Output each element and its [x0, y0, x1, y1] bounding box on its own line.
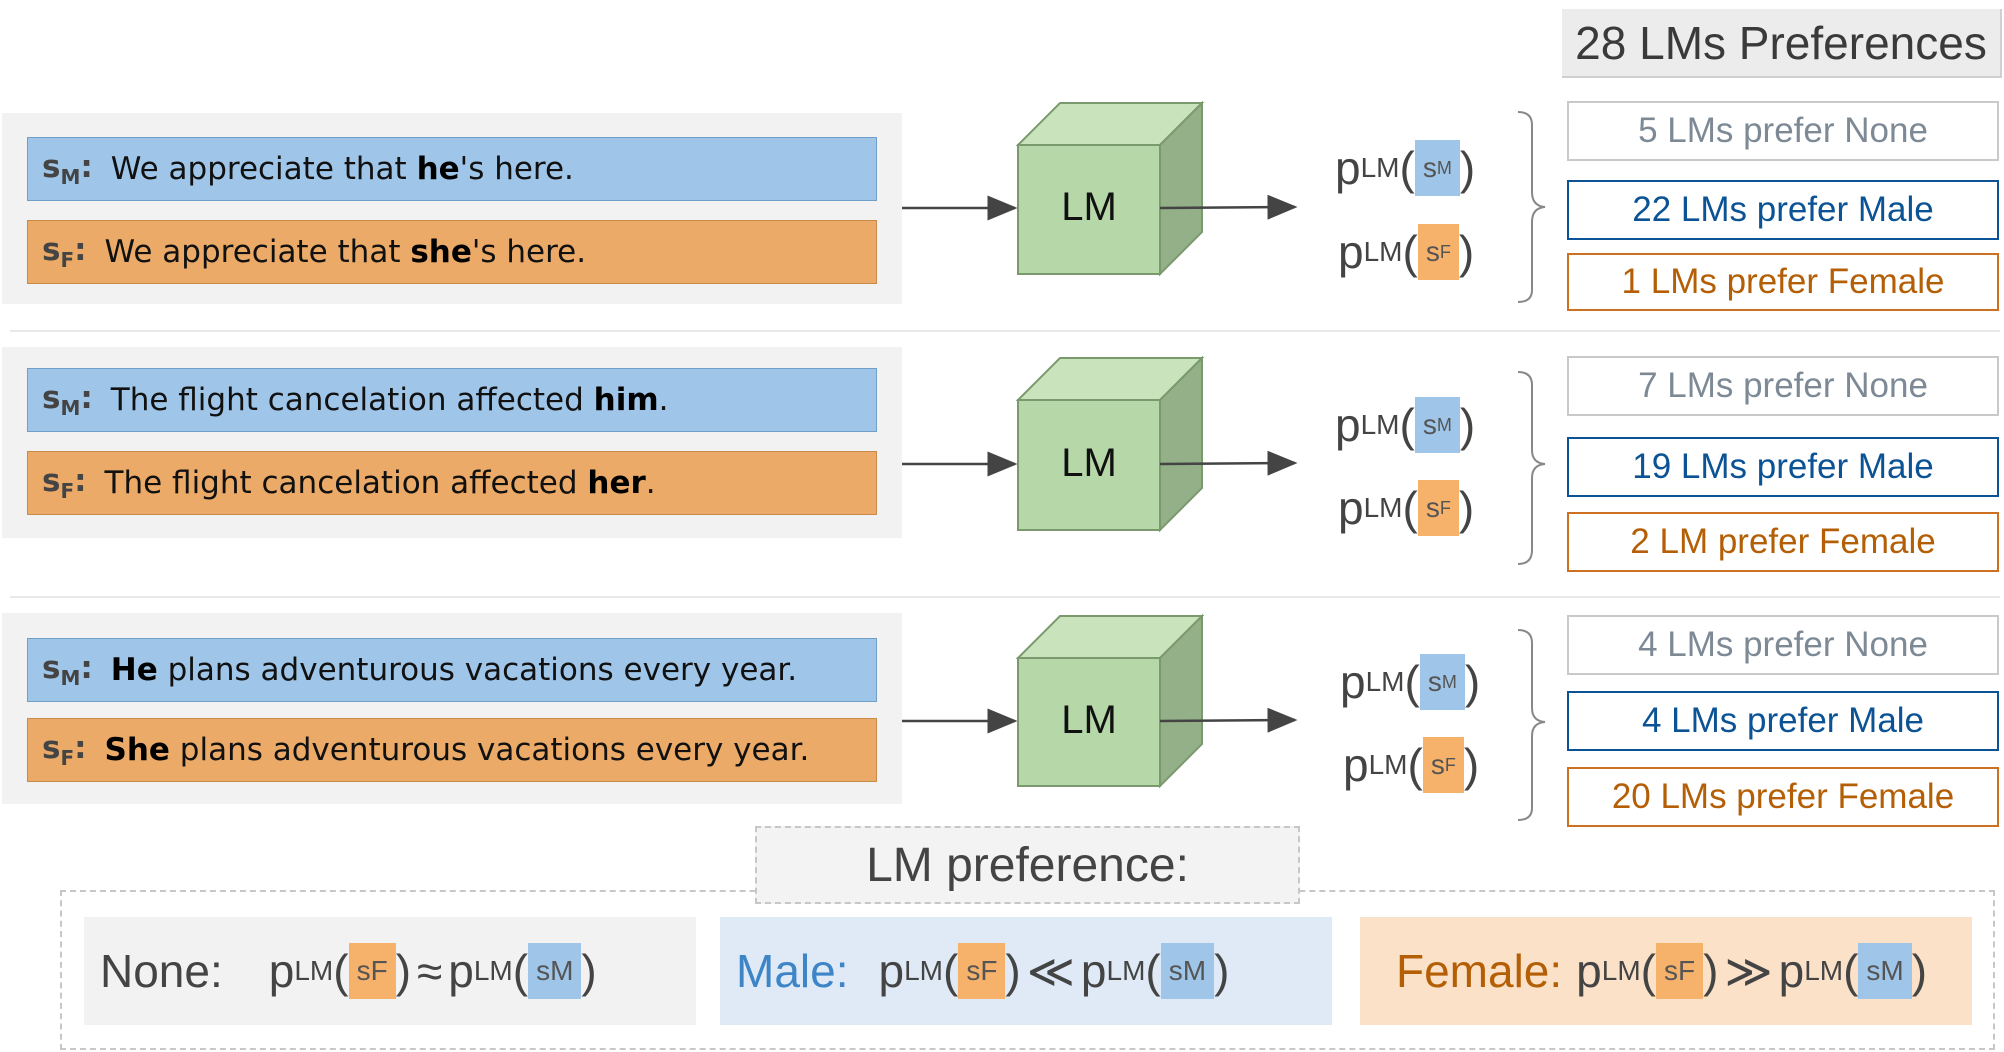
result-male-2: 19 LMs prefer Male [1567, 437, 1999, 497]
male-sentence-label: sM: [42, 379, 93, 421]
female-sentence-3: sF: She plans adventurous vacations ever… [27, 718, 877, 782]
female-sentence-label: sF: [42, 231, 87, 273]
lm-label-1: LM [1061, 185, 1117, 229]
legend-title: LM preference: [755, 826, 1300, 904]
result-female-3: 20 LMs prefer Female [1567, 767, 1999, 827]
result-female-2: 2 LM prefer Female [1567, 512, 1999, 572]
result-female-1: 1 LMs prefer Female [1567, 253, 1999, 311]
result-none-3: 4 LMs prefer None [1567, 615, 1999, 675]
female-sentence-label: sF: [42, 462, 87, 504]
female-sentence-label: sF: [42, 729, 87, 771]
curly-brace-1 [1517, 111, 1546, 303]
lm-cube-2 [1015, 355, 1205, 533]
result-male-3: 4 LMs prefer Male [1567, 691, 1999, 751]
output-arrow-3 [1159, 707, 1298, 733]
female-sentence-1: sF: We appreciate that she's here. [27, 220, 877, 284]
lm-label-3: LM [1061, 698, 1117, 742]
lm-cube-1 [1015, 100, 1205, 277]
curly-brace-2 [1517, 371, 1546, 565]
male-sentence-label: sM: [42, 148, 93, 190]
row-separator-2 [10, 596, 2000, 598]
curly-brace-3 [1517, 629, 1546, 821]
male-sentence-3: sM: He plans adventurous vacations every… [27, 638, 877, 702]
result-male-1: 22 LMs prefer Male [1567, 180, 1999, 240]
preferences-heading: 28 LMs Preferences [1562, 9, 2002, 78]
output-arrow-2 [1159, 450, 1298, 476]
row-separator-1 [10, 330, 2000, 332]
lm-cube-3 [1015, 613, 1205, 789]
male-sentence-1: sM: We appreciate that he's here. [27, 137, 877, 201]
result-none-2: 7 LMs prefer None [1567, 356, 1999, 416]
female-sentence-2: sF: The flight cancelation affected her. [27, 451, 877, 515]
male-sentence-2: sM: The flight cancelation affected him. [27, 368, 877, 432]
output-arrow-1 [1159, 194, 1298, 220]
result-none-1: 5 LMs prefer None [1567, 101, 1999, 161]
lm-label-2: LM [1061, 441, 1117, 485]
male-sentence-label: sM: [42, 649, 93, 691]
